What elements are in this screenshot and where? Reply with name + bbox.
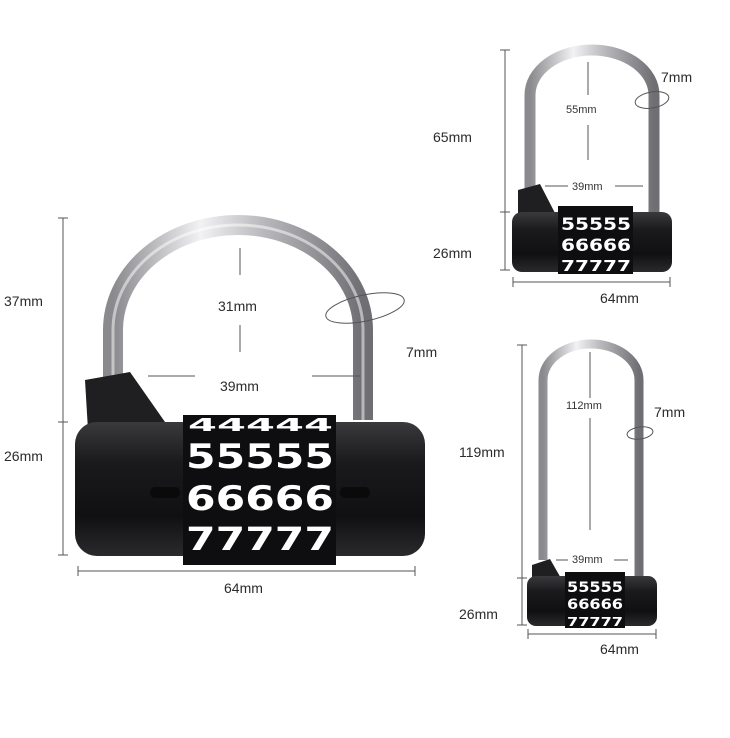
long-lock-dimensions <box>517 344 657 639</box>
long-dial-row: 55555 <box>567 580 623 596</box>
large-inner-height-label: 31mm <box>216 298 259 314</box>
large-dial-row: 77777 <box>186 520 334 558</box>
long-inner-height-label: 112mm <box>564 400 604 412</box>
large-dial-row: 44444 <box>188 415 333 436</box>
long-inner-width-label: 39mm <box>570 554 605 566</box>
medium-shackle-diameter-label: 7mm <box>659 69 695 85</box>
medium-shackle-height-label: 65mm <box>431 129 474 145</box>
medium-dial-row: 55555 <box>561 215 631 235</box>
medium-lock-shackle <box>524 44 660 215</box>
long-lock: 55555 66666 77777 <box>517 339 657 639</box>
medium-lock: 55555 66666 77777 <box>500 44 672 287</box>
medium-lock-dimensions <box>500 49 671 287</box>
large-body-width-label: 64mm <box>222 580 265 596</box>
large-shackle-diameter-label: 7mm <box>404 344 440 360</box>
large-inner-width-label: 39mm <box>218 378 261 394</box>
long-dial-row: 77777 <box>567 615 623 629</box>
medium-inner-width-label: 39mm <box>570 181 605 193</box>
long-body-height-label: 26mm <box>457 606 500 622</box>
large-lock-dimensions <box>58 217 416 576</box>
long-lock-dials: 55555 66666 77777 <box>565 572 625 629</box>
medium-body-width-label: 64mm <box>598 290 641 306</box>
large-body-height-label: 26mm <box>2 448 45 464</box>
long-shackle-diameter-label: 7mm <box>652 404 688 420</box>
large-dial-row: 66666 <box>186 479 334 519</box>
medium-lock-dials: 55555 66666 77777 <box>558 206 633 275</box>
large-lock-dials: 44444 55555 66666 77777 <box>183 415 336 565</box>
large-dial-row: 55555 <box>186 437 334 477</box>
medium-dial-row: 77777 <box>561 257 631 275</box>
medium-inner-height-label: 55mm <box>564 104 599 116</box>
medium-dial-row: 66666 <box>561 236 631 256</box>
long-lock-shackle <box>538 339 644 580</box>
long-body-width-label: 64mm <box>598 641 641 657</box>
large-lock-shoulder <box>85 372 165 430</box>
large-lock: 44444 55555 66666 77777 <box>58 215 425 576</box>
medium-body-height-label: 26mm <box>431 245 474 261</box>
long-dial-row: 66666 <box>567 597 623 613</box>
long-shackle-height-label: 119mm <box>457 444 507 460</box>
large-shackle-height-label: 37mm <box>2 293 45 309</box>
